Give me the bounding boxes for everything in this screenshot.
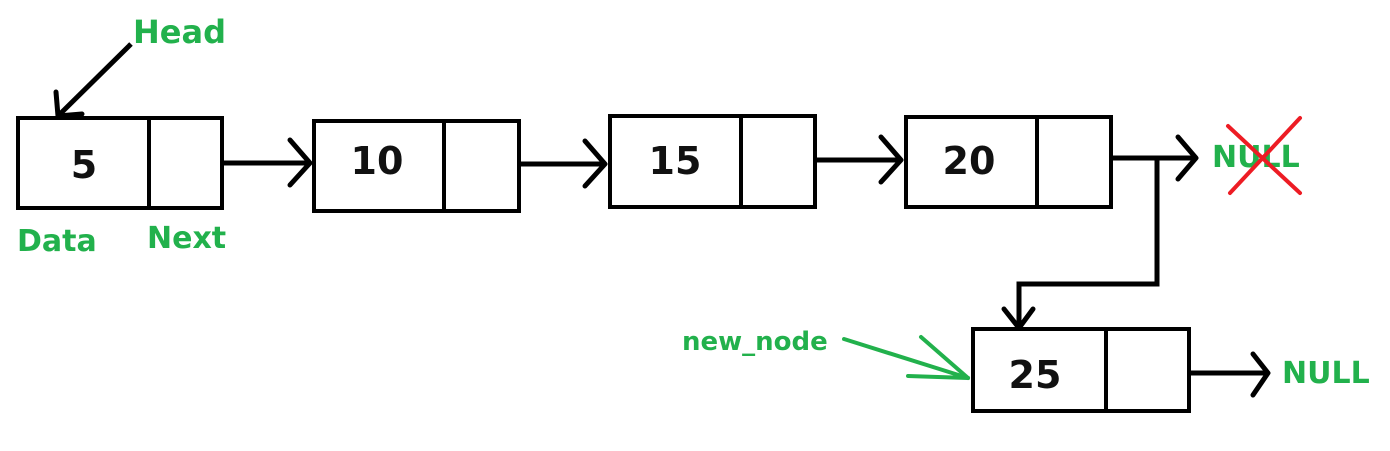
node-0-data-value: 5: [71, 143, 97, 187]
node-3-data-value: 20: [943, 139, 996, 183]
link-arrow-0-1: [222, 137, 313, 188]
head-pointer-arrow: [53, 42, 133, 119]
new-node-pointer-arrow: [842, 335, 970, 380]
node-3: 20: [904, 115, 1113, 209]
new-node: 25: [971, 327, 1191, 413]
node-1-data-value: 10: [351, 139, 404, 183]
new-null-label: NULL: [1282, 356, 1370, 391]
node-3-box: [904, 115, 1113, 209]
link-arrow-2-3: [815, 134, 904, 185]
node-0: 5: [16, 116, 224, 210]
old-null-arrow: [1111, 134, 1199, 182]
node-2-box: [608, 114, 817, 209]
cross-mark-icon: [1226, 116, 1302, 195]
old-null-label: NULL: [1212, 140, 1300, 175]
node-2: 15: [608, 114, 817, 209]
node-2-data-value: 15: [649, 139, 702, 183]
data-field-label: Data: [17, 224, 97, 259]
new-null-arrow: [1189, 351, 1271, 398]
new-node-data-value: 25: [1009, 353, 1062, 397]
new-node-box: [971, 327, 1191, 413]
node-0-box: [16, 116, 224, 210]
node-1-box: [312, 119, 521, 213]
next-field-label: Next: [147, 221, 226, 256]
head-label: Head: [133, 13, 226, 51]
new-node-label: new_node: [682, 327, 828, 357]
node-1: 10: [312, 119, 521, 213]
link-arrow-1-2: [519, 138, 608, 189]
